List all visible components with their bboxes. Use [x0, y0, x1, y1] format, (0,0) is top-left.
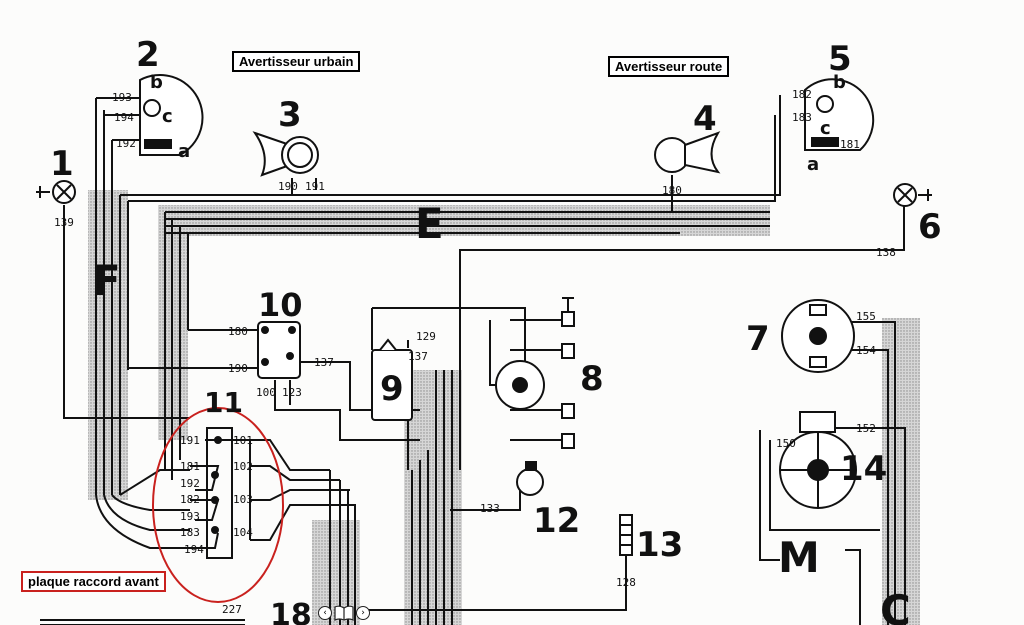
wire-227: 227 [222, 603, 242, 616]
coil-9 [371, 338, 413, 421]
distributor-8 [495, 297, 575, 449]
wire-138: 138 [876, 246, 896, 259]
wire-104: 104 [233, 526, 253, 539]
wire-183: 183 [792, 111, 812, 124]
harness-C: C [880, 586, 911, 625]
wire-183-plate: 183 [180, 526, 200, 539]
terminal-a-2: a [178, 141, 190, 162]
horn-3 [252, 131, 319, 177]
wire-180-top: 180 [662, 184, 682, 197]
wire-194: 194 [114, 111, 134, 124]
harness-M: M [778, 533, 820, 582]
plate-11 [206, 427, 233, 559]
wire-181: 181 [840, 138, 860, 151]
label-5: 5 [828, 39, 852, 79]
harness-F: F [92, 256, 121, 305]
book-icon[interactable] [334, 605, 354, 621]
wire-137-coil: 137 [408, 350, 428, 363]
label-14: 14 [840, 449, 887, 489]
wires [40, 95, 906, 625]
harness-E: E [415, 199, 444, 248]
terminal-b-2: b [150, 72, 163, 93]
wire-129: 129 [416, 330, 436, 343]
label-horn-road: Avertisseur route [608, 56, 730, 77]
wire-190-top: 190 [278, 180, 298, 193]
highlight-circle [152, 407, 284, 603]
wire-128: 128 [616, 576, 636, 589]
wire-152: 152 [856, 422, 876, 435]
page-nav: ‹ › [318, 603, 370, 623]
terminal-a-5: a [807, 154, 819, 175]
sender-12 [516, 461, 544, 496]
wire-154: 154 [856, 344, 876, 357]
component-5 [804, 78, 875, 151]
lamp-1 [36, 180, 76, 204]
wire-103: 103 [233, 493, 253, 506]
wire-181-plate: 181 [180, 460, 200, 473]
terminal-c-5: c [820, 118, 831, 139]
wire-100: 100 [256, 386, 276, 399]
wire-193: 193 [112, 91, 132, 104]
label-12: 12 [533, 501, 580, 541]
terminal-c-2: c [162, 106, 173, 127]
label-10: 10 [258, 286, 303, 324]
label-2: 2 [136, 35, 160, 75]
wire-155: 155 [856, 310, 876, 323]
label-6: 6 [918, 207, 942, 247]
wire-150: 150 [776, 437, 796, 450]
label-8: 8 [580, 359, 604, 399]
label-front-plate: plaque raccord avant [21, 571, 166, 592]
wire-193-plate: 193 [180, 510, 200, 523]
wire-192-plate: 192 [180, 477, 200, 490]
label-13: 13 [636, 525, 683, 565]
wire-137-relay: 137 [314, 356, 334, 369]
sender-13 [619, 514, 633, 565]
label-4: 4 [693, 99, 717, 139]
wire-194-plate: 194 [184, 543, 204, 556]
wire-133: 133 [480, 502, 500, 515]
label-horn-city: Avertisseur urbain [232, 51, 361, 72]
label-18: 18 [270, 598, 312, 625]
label-9: 9 [380, 369, 404, 409]
terminal-b-5: b [833, 72, 846, 93]
component-labels: 1 2 3 4 5 6 7 8 9 10 11 12 13 14 18 E F … [50, 35, 942, 625]
lamp-6 [893, 183, 932, 207]
wire-191: 191 [180, 434, 200, 447]
wire-numbers: 193 194 192 190 191 180 182 183 181 139 … [54, 88, 896, 616]
label-1: 1 [50, 144, 74, 184]
wire-191-top: 191 [305, 180, 325, 193]
label-7: 7 [746, 319, 770, 359]
wire-180-relay: 180 [228, 325, 248, 338]
wire-182-plate: 182 [180, 493, 200, 506]
label-11: 11 [204, 386, 243, 419]
wire-101: 101 [233, 434, 253, 447]
wire-102: 102 [233, 460, 253, 473]
prev-page-button[interactable]: ‹ [318, 606, 332, 620]
wire-190-relay: 190 [228, 362, 248, 375]
component-14 [779, 411, 857, 509]
component-2 [139, 74, 204, 156]
wire-139: 139 [54, 216, 74, 229]
horn-4 [654, 131, 721, 174]
wire-123: 123 [282, 386, 302, 399]
component-7 [781, 299, 855, 373]
wire-182: 182 [792, 88, 812, 101]
wire-192: 192 [116, 137, 136, 150]
next-page-button[interactable]: › [356, 606, 370, 620]
relay-10 [257, 321, 301, 379]
label-3: 3 [278, 95, 302, 135]
